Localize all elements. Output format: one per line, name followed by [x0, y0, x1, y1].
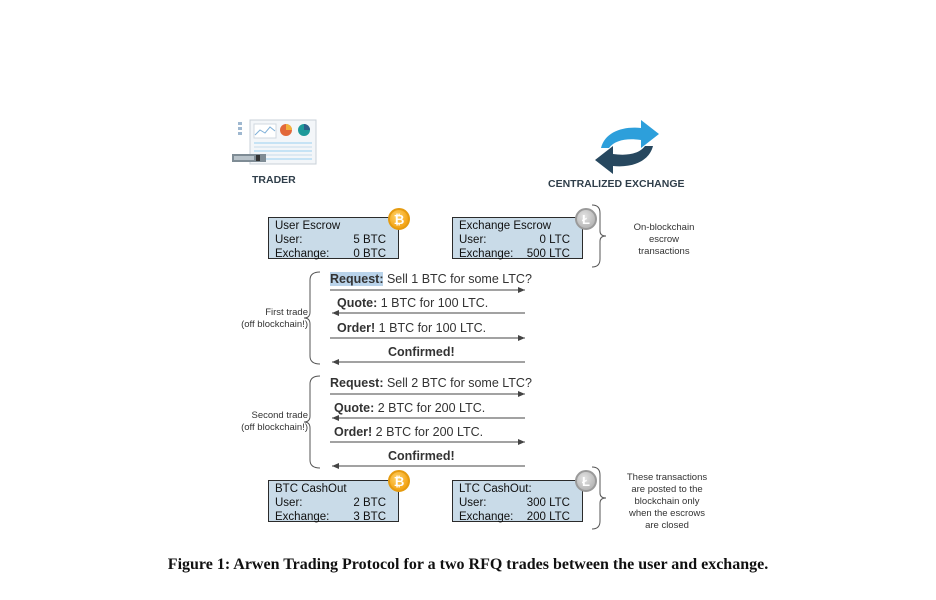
ltc-cashout-title: LTC CashOut: — [459, 483, 532, 495]
second-request-message: Request: Sell 2 BTC for some LTC? — [330, 376, 532, 390]
bitcoin-icon: ₿ — [388, 208, 410, 230]
second-quote-message: Quote: 2 BTC for 200 LTC. — [334, 401, 486, 415]
ltc-cashout-box: LTC CashOut: User: 300 LTC Exchange: 200 L… — [452, 480, 583, 523]
btc-cashout-title: BTC CashOut — [275, 483, 347, 495]
first-quote-message: Quote: 1 BTC for 100 LTC. — [337, 296, 489, 310]
second-trade-bracket — [303, 375, 321, 469]
exchange-escrow-exchange-label: Exchange: — [459, 248, 514, 260]
second-trade-note: Second trade(off blockchain!) — [241, 410, 308, 433]
btc-cashout-user-label: User: — [275, 497, 303, 509]
first-confirmed-message: Confirmed! — [388, 345, 455, 359]
user-escrow-user-label: User: — [275, 234, 303, 246]
first-trade-note: First trade(off blockchain!) — [241, 307, 308, 330]
btc-cashout-user-value: 2 BTC — [353, 497, 386, 509]
first-request-message: Request: Sell 1 BTC for some LTC? — [330, 272, 532, 286]
btc-cashout-box: BTC CashOut User: 2 BTC Exchange: 3 BTC — [268, 480, 399, 523]
litecoin-icon: Ł — [575, 208, 597, 230]
first-order-message: Order! 1 BTC for 100 LTC. — [337, 321, 487, 335]
first-trade-bracket — [303, 271, 321, 365]
message-arrows — [330, 287, 525, 469]
exchange-label: CENTRALIZED EXCHANGE — [548, 178, 685, 190]
exchange-arrows-icon — [591, 118, 663, 176]
user-escrow-user-value: 5 BTC — [353, 234, 386, 246]
on-chain-bracket — [591, 204, 607, 268]
second-order-message: Order! 2 BTC for 200 LTC. — [334, 425, 484, 439]
user-escrow-exchange-label: Exchange: — [275, 248, 330, 260]
ltc-cashout-exchange-label: Exchange: — [459, 511, 514, 523]
ltc-cashout-user-label: User: — [459, 497, 487, 509]
litecoin-icon-cashout: Ł — [575, 470, 597, 492]
user-escrow-exchange-value: 0 BTC — [353, 248, 386, 260]
second-confirmed-message: Confirmed! — [388, 449, 455, 463]
user-escrow-title: User Escrow — [275, 220, 341, 232]
exchange-escrow-title: Exchange Escrow — [459, 220, 552, 232]
trader-computer-icon — [232, 118, 318, 168]
trader-label: TRADER — [252, 174, 296, 186]
exchange-escrow-user-value: 0 LTC — [539, 234, 570, 246]
ltc-cashout-exchange-value: 200 LTC — [526, 511, 570, 523]
btc-cashout-exchange-label: Exchange: — [275, 511, 330, 523]
bitcoin-icon-cashout: ₿ — [388, 470, 410, 492]
ltc-cashout-user-value: 300 LTC — [526, 497, 570, 509]
btc-cashout-exchange-value: 3 BTC — [353, 511, 386, 523]
closing-bracket — [591, 466, 607, 530]
exchange-escrow-exchange-value: 500 LTC — [526, 248, 570, 260]
exchange-escrow-box: Exchange Escrow User: 0 LTC Exchange: 500 … — [452, 217, 583, 260]
exchange-escrow-user-label: User: — [459, 234, 487, 246]
figure-caption: Figure 1: Arwen Trading Protocol for a t… — [167, 556, 769, 573]
user-escrow-box: User Escrow User: 5 BTC Exchange: 0 BTC — [268, 217, 399, 260]
